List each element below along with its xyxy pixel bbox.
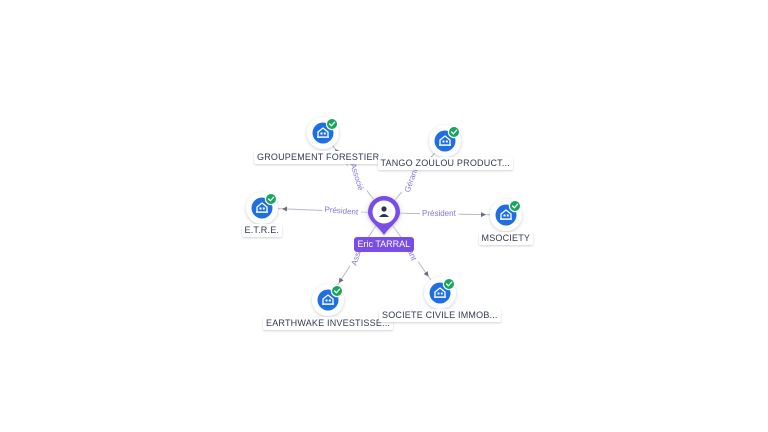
company-label-tango[interactable]: TANGO ZOULOU PRODUCT... — [377, 157, 513, 170]
building-icon — [322, 294, 334, 305]
edge-label-bg — [401, 164, 422, 196]
check-badge-icon — [325, 117, 339, 131]
edge-arrow — [338, 277, 344, 284]
building-icon — [256, 202, 268, 213]
person-name-label[interactable]: Eric TARRAL — [353, 237, 415, 252]
company-label-earthwake[interactable]: EARTHWAKE INVESTISSE... — [263, 317, 394, 330]
company-label-groupement[interactable]: GROUPEMENT FORESTIER — [254, 151, 383, 164]
edge-label-etre: Président — [324, 205, 359, 217]
company-label-etre[interactable]: E.T.R.E. — [241, 224, 283, 237]
edge-label-tango: Gérant — [403, 167, 420, 194]
edge-arrow — [480, 212, 487, 218]
company-node-earthwake[interactable] — [312, 284, 344, 316]
building-icon — [434, 287, 446, 298]
building-icon — [317, 127, 329, 138]
edge-label-msociety: Président — [422, 209, 457, 218]
building-icon — [439, 135, 451, 146]
check-badge-icon — [447, 125, 461, 139]
person-icon — [379, 206, 389, 217]
company-node-sci[interactable] — [424, 277, 456, 309]
building-icon — [500, 209, 512, 220]
edge-label-groupement: Associé — [349, 162, 366, 192]
person-node[interactable] — [362, 191, 406, 235]
check-badge-icon — [264, 192, 278, 206]
check-badge-icon — [330, 284, 344, 298]
edge-label-bg — [322, 203, 362, 219]
company-node-groupement[interactable] — [307, 117, 339, 149]
edge-label-bg — [420, 208, 459, 220]
company-label-sci[interactable]: SOCIETE CIVILE IMMOB... — [379, 309, 501, 322]
edge-label-bg — [346, 159, 368, 195]
edge-arrow — [423, 271, 429, 277]
check-badge-icon — [508, 199, 522, 213]
edge-arrow — [281, 206, 288, 212]
edge-etre: Président — [261, 203, 385, 219]
check-badge-icon — [442, 277, 456, 291]
company-label-msociety[interactable]: MSOCIETY — [478, 232, 534, 245]
company-node-msociety[interactable] — [490, 199, 522, 231]
person-pin-inner — [372, 200, 396, 224]
company-node-etre[interactable] — [246, 192, 278, 224]
company-node-tango[interactable] — [429, 125, 461, 157]
